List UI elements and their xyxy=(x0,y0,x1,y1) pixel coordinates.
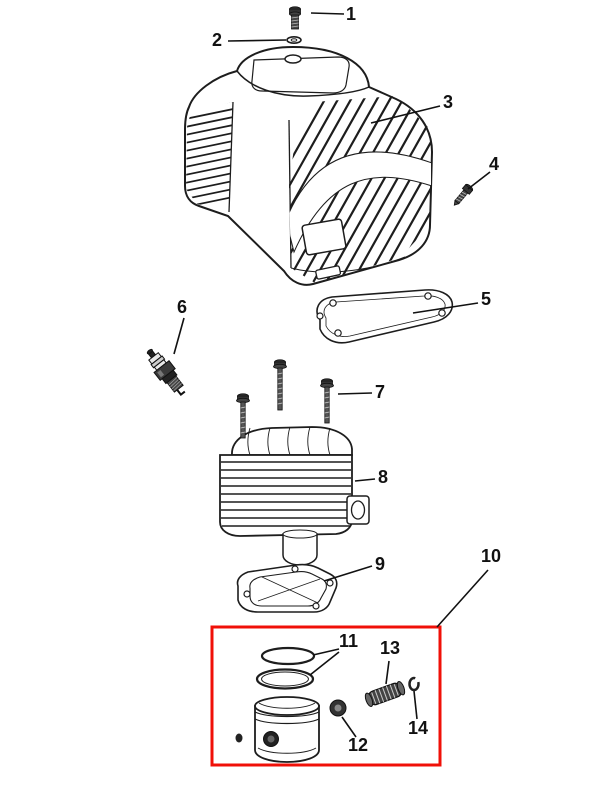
part-spark-plug-6 xyxy=(146,348,186,397)
leader-10 xyxy=(436,569,489,628)
leader-14 xyxy=(413,690,418,720)
piston-body xyxy=(235,696,320,763)
part-engine-cover-3 xyxy=(184,45,434,286)
cover-label-plate xyxy=(301,218,347,256)
part-gasket-9 xyxy=(236,563,338,613)
part-needle-bearing-13 xyxy=(364,681,406,707)
leader-2 xyxy=(227,39,287,42)
leader-5 xyxy=(412,302,479,314)
part-plate-5 xyxy=(316,289,454,344)
part-cylinder-8 xyxy=(219,426,370,566)
leader-8 xyxy=(354,478,376,482)
piston-kit-highlight-box xyxy=(210,625,442,767)
part-screw-1 xyxy=(289,6,301,30)
leader-6 xyxy=(173,317,185,355)
cylinder-fins xyxy=(221,461,351,527)
part-screw-4 xyxy=(453,183,474,206)
leader-13 xyxy=(385,660,390,685)
leader-9 xyxy=(323,565,373,582)
part-piston-rings-11 xyxy=(255,646,316,690)
leader-7 xyxy=(337,392,373,395)
leader-11b xyxy=(309,651,340,676)
part-bolts-7 xyxy=(236,359,334,439)
leader-1 xyxy=(310,12,345,15)
leader-lines xyxy=(173,12,491,738)
part-wrist-pin-12 xyxy=(329,699,347,717)
leader-4 xyxy=(467,171,491,190)
side-vent-slats xyxy=(186,102,233,209)
leader-11a xyxy=(312,648,340,656)
leader-3 xyxy=(370,105,441,124)
cover-screw-hole xyxy=(284,54,302,64)
part-washer-2 xyxy=(286,35,302,44)
leader-12 xyxy=(341,716,357,738)
cylinder-port-flange xyxy=(346,495,370,525)
piston-clip xyxy=(235,733,243,743)
part-circlip-14 xyxy=(408,676,420,692)
